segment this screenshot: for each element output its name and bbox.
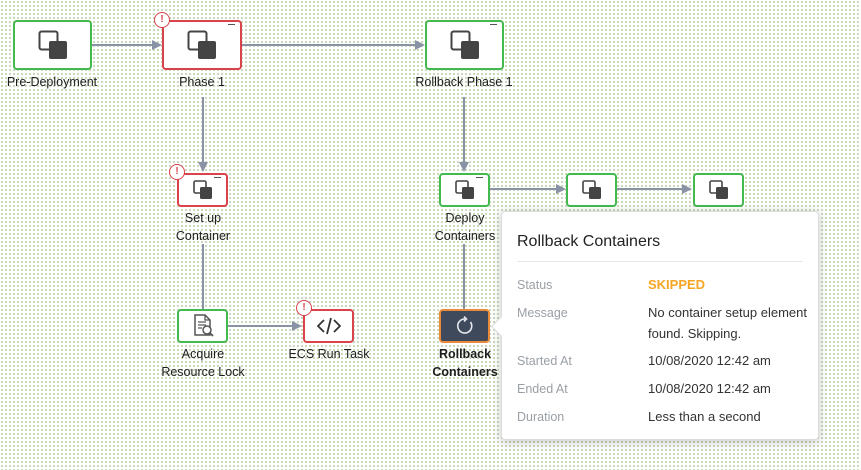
ended-label: Ended At [517,382,568,396]
step-icon [454,180,474,199]
node-phase-1[interactable] [162,20,242,70]
node-set-up-container[interactable] [177,173,228,207]
code-icon [316,317,341,335]
label-line-1: Deploy [445,211,485,225]
step-icon [192,180,212,199]
label-line-2: Containers [434,229,496,243]
duration-label: Duration [517,410,565,424]
node-pre-deployment-label: Pre-Deployment [6,75,98,89]
popover-arrow [490,315,513,338]
node-rollback-phase-1[interactable] [425,20,504,70]
document-search-icon [193,314,214,337]
label-line-1: Acquire [181,347,225,361]
node-rollback-containers-label: Rollback Containers [432,345,497,381]
ended-value: 10/08/2020 12:42 am [648,381,771,396]
node-phase-1-label: Phase 1 [179,75,225,89]
step-icon [708,180,728,199]
status-badge: SKIPPED [648,277,706,292]
rollback-icon [456,316,473,334]
phase-icon [38,30,67,59]
label-line-2: Resource Lock [161,365,245,379]
label-line-2: Containers [432,365,498,379]
status-label: Status [517,278,553,292]
alert-icon: ! [296,300,312,316]
popover-divider [517,261,803,262]
collapse-icon[interactable] [214,177,221,178]
node-rollback-containers[interactable] [439,309,490,343]
phase-icon [450,30,479,59]
started-label: Started At [517,354,572,368]
node-acquire-resource-lock-label: Acquire Resource Lock [161,345,244,381]
alert-icon: ! [154,12,170,28]
node-step-next-1[interactable] [566,173,617,207]
collapse-icon[interactable] [490,24,497,25]
node-acquire-resource-lock[interactable] [177,309,228,343]
phase-icon [187,30,216,59]
popover-title: Rollback Containers [517,233,661,250]
node-deploy-containers-label: Deploy Containers [435,209,495,245]
collapse-icon[interactable] [476,177,483,178]
label-line-1: Set up [184,211,222,225]
duration-value: Less than a second [648,409,761,424]
collapse-icon[interactable] [228,24,235,25]
node-deploy-containers[interactable] [439,173,490,207]
step-icon [581,180,601,199]
step-details-popover: Rollback Containers Status SKIPPED Messa… [490,211,819,440]
node-pre-deployment[interactable] [13,20,92,70]
alert-icon: ! [169,164,185,180]
label-line-1: Rollback [438,347,492,361]
node-ecs-run-task[interactable] [303,309,354,343]
started-value: 10/08/2020 12:42 am [648,353,771,368]
message-label: Message [517,306,568,320]
message-value: No container setup element found. Skippi… [648,305,807,341]
node-set-up-container-label: Set up Container [176,209,230,245]
label-line-2: Container [175,229,231,243]
node-rollback-phase-1-label: Rollback Phase 1 [415,75,513,89]
node-ecs-run-task-label: ECS Run Task [288,347,370,361]
node-step-next-2[interactable] [693,173,744,207]
